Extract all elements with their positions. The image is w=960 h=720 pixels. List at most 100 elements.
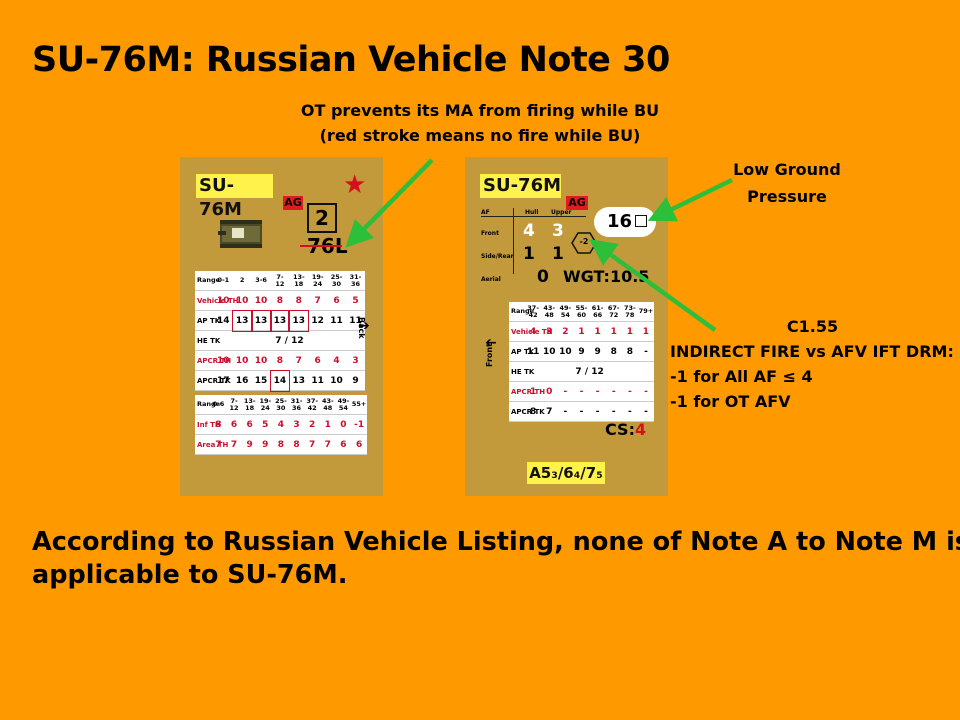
table-header-cell: 7- 12 [226,395,242,415]
mp-value: 16 [607,211,633,232]
table-header-cell: 25- 30 [327,271,346,291]
table-cell: 8 [288,434,305,455]
table-cell: 9 [589,341,606,362]
table-cell: 11 [327,310,346,331]
armor-row-label: Side/Rear [481,253,514,260]
table-cell: 8 [210,414,227,435]
table-cell: 10 [251,290,271,311]
table-cell: 8 [605,341,622,362]
cs-label: CS:4 [605,420,646,439]
gun-rof-box: 2 [307,203,337,233]
c155-line: -1 for OT AFV [670,392,791,411]
table-cell: - [605,401,622,422]
table-header-cell: 25- 30 [273,395,289,415]
armor-front-hull: 4 [523,221,535,241]
c155-ref: C1.55 [786,317,839,336]
table-cell: 6 [327,290,346,311]
table-header-cell: 31- 36 [346,271,365,291]
armor-header: Hull [525,209,539,216]
armor-divider [513,208,514,274]
table-header-cell: 31- 36 [288,395,305,415]
ot-callout-line1: OT prevents its MA from firing while BU [300,101,660,120]
table-cell: 7 [226,434,242,455]
low-ground-pressure-square-icon [635,215,647,227]
table-cell: - [637,401,654,422]
table-cell: 1 [605,321,622,342]
table-cell: 7 [210,434,227,455]
table-cell: 6 [226,414,242,435]
c155-line: -1 for All AF ≤ 4 [670,367,813,386]
table-cell: 5 [257,414,274,435]
table-cell: 9 [573,341,590,362]
arrow-right-icon: ➔ [358,318,370,334]
table-header-cell: 37- 42 [304,395,320,415]
armor-row-label: Aerial [481,276,501,283]
table-cell: 4 [525,321,542,342]
table-cell: 3 [288,414,305,435]
table-cell: 16 [232,370,252,391]
table-header-cell: 19- 24 [308,271,328,291]
vehicle-name: SU-76M [480,174,561,198]
ammo-depletion: A5₃/6₄/7₅ [527,462,605,484]
table-cell: 4 [327,350,346,371]
table-row-label: HE TK [509,361,534,382]
table-cell: 13 [231,309,253,332]
table-cell: 7 [289,350,309,371]
table-header-cell: 43- 48 [320,395,336,415]
table-cell: 13 [289,370,309,391]
c155-arrow-icon [589,239,717,332]
table-cell: - [557,381,574,402]
table-header-cell: 49- 54 [557,302,574,322]
ot-callout-line2: (red stroke means no fire while BU) [319,126,641,145]
table-cell: 10 [557,341,574,362]
table-cell: 8 [525,401,542,422]
table-header-cell: 73- 78 [621,302,638,322]
table-cell: 11 [308,370,328,391]
ot-red-stroke [300,245,342,247]
table-cell: 10 [232,350,252,371]
armor-side-upper: 1 [552,244,564,264]
c155-callout: C1.55 INDIRECT FIRE vs AFV IFT DRM: -1 f… [670,314,955,414]
armor-aerial: 0 [537,267,549,287]
table-header-cell: 67- 72 [605,302,622,322]
table-cell: -1 [351,414,367,435]
table-cell: 0 [335,414,352,435]
lgp-callout-line2: Pressure [747,187,827,206]
table-header-cell: Range [195,271,220,291]
table-cell: 12 [308,310,328,331]
table-header-cell: 3-6 [251,271,271,291]
ag-badge: AG [566,196,588,210]
cs-value: 4 [634,420,647,439]
table-row-label: Area TH [195,434,228,455]
table-cell: 7 / 12 [525,361,654,382]
counter-back-card: SU-76M AG AF Hull Upper Front 4 3 Side/R… [465,157,668,496]
table-cell: 9 [241,434,258,455]
table-cell: 17 [213,370,233,391]
table-cell: 1 [621,321,638,342]
table-header-cell: 7- 12 [270,271,290,291]
table-cell: 8 [289,290,309,311]
table-cell: 1 [320,414,336,435]
table-header-cell: 37- 42 [525,302,542,322]
table-cell: - [637,381,654,402]
table-cell: 8 [621,341,638,362]
lgp-callout-line1: Low Ground [733,160,841,179]
table-cell: 10 [327,370,346,391]
table-cell: 8 [273,434,289,455]
table-cell: 13 [269,309,291,332]
table-row-label: APCR TK [195,370,231,391]
table-row-label: APCR TH [195,350,231,371]
